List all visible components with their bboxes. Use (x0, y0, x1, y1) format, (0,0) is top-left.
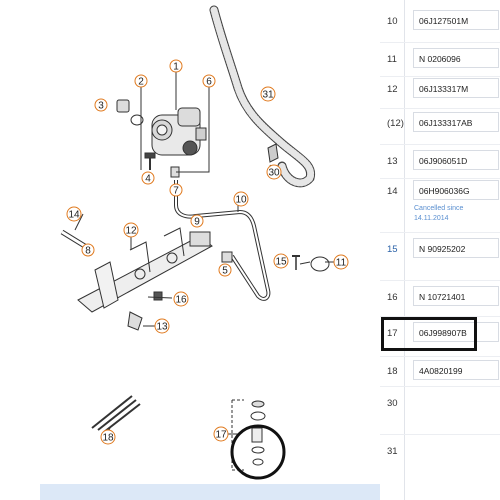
callout-1[interactable]: 1 (169, 59, 183, 73)
svg-text:7: 7 (173, 186, 179, 197)
callout-15[interactable]: 15 (273, 253, 289, 269)
callout-17[interactable]: 17 (213, 426, 229, 442)
callout-2[interactable]: 2 (134, 74, 148, 88)
svg-text:12: 12 (125, 226, 137, 237)
svg-text:2: 2 (138, 77, 144, 88)
svg-text:3: 3 (98, 101, 104, 112)
part-number-field[interactable]: 06J133317M (413, 78, 499, 98)
cancelled-note: Cancelled since 14.11.2014 (414, 205, 464, 222)
svg-text:8: 8 (85, 246, 91, 257)
callout-14[interactable]: 14 (66, 206, 82, 222)
item-number: 13 (387, 156, 398, 167)
fuel-rail (77, 227, 213, 313)
part-number-field[interactable]: 4A0820199 (413, 360, 499, 380)
part-number-field[interactable]: N 0206096 (413, 48, 499, 68)
parts-list-panel: 10 06J127501M 11 N 0206096 12 06J133317M… (380, 0, 500, 500)
svg-text:9: 9 (194, 217, 200, 228)
svg-text:30: 30 (268, 168, 280, 179)
svg-text:4: 4 (145, 174, 151, 185)
exploded-parts-diagram: 1 2 3 4 5 6 7 8 9 10 11 12 13 14 15 16 1… (60, 5, 349, 480)
svg-text:1: 1 (173, 62, 179, 73)
svg-text:31: 31 (262, 90, 274, 101)
selected-row-highlight (381, 317, 477, 351)
callout-3[interactable]: 3 (94, 98, 108, 112)
item-number: 12 (387, 84, 398, 95)
callout-31[interactable]: 31 (260, 86, 276, 102)
callout-18[interactable]: 18 (100, 429, 116, 445)
callout-markers: 1 2 3 4 5 6 7 8 9 10 11 12 13 14 15 16 1… (66, 59, 349, 445)
svg-text:11: 11 (336, 258, 347, 269)
bottom-bar (40, 484, 380, 500)
diagram-drawing: 1 2 3 4 5 6 7 8 9 10 11 12 13 14 15 16 1… (60, 5, 349, 480)
item-number: 31 (387, 446, 398, 457)
callout-30[interactable]: 30 (266, 164, 282, 180)
part-number-field[interactable]: N 10721401 (413, 286, 499, 306)
highlight-circle (230, 424, 286, 480)
column-divider (404, 0, 405, 500)
item-number: 14 (387, 186, 398, 197)
item-number: 16 (387, 292, 398, 303)
part-number-field[interactable]: N 90925202 (413, 238, 499, 258)
part-number-field[interactable]: 06J133317AB (413, 112, 499, 132)
fuel-pump (151, 107, 207, 156)
callout-4[interactable]: 4 (141, 171, 155, 185)
part-number-field[interactable]: 06J998907B (413, 322, 499, 342)
o-ring (130, 114, 144, 126)
callout-12[interactable]: 12 (123, 222, 139, 238)
callout-7[interactable]: 7 (169, 183, 183, 197)
callout-10[interactable]: 10 (233, 191, 249, 207)
part-number-field[interactable]: 06J906051D (413, 150, 499, 170)
item-number: 30 (387, 398, 398, 409)
item-number: 11 (387, 54, 397, 65)
svg-text:17: 17 (215, 430, 227, 441)
svg-text:14: 14 (68, 210, 80, 221)
item-number: 17 (387, 328, 398, 339)
svg-text:5: 5 (222, 266, 228, 277)
item-number: 18 (387, 366, 398, 377)
callout-9[interactable]: 9 (190, 214, 204, 228)
item-number: 10 (387, 16, 398, 27)
part-number-field[interactable]: 06H906036G (413, 180, 499, 200)
svg-text:16: 16 (175, 295, 187, 306)
item-number: 15 (387, 244, 398, 255)
svg-text:10: 10 (235, 195, 247, 206)
callout-13[interactable]: 13 (154, 318, 170, 334)
callout-6[interactable]: 6 (202, 74, 216, 88)
svg-text:15: 15 (275, 257, 287, 268)
callout-11[interactable]: 11 (333, 254, 349, 270)
callout-5[interactable]: 5 (218, 263, 232, 277)
svg-text:13: 13 (156, 322, 168, 333)
callout-8[interactable]: 8 (81, 243, 95, 257)
plug-part (116, 99, 130, 113)
svg-text:18: 18 (102, 433, 114, 444)
part-number-field[interactable]: 06J127501M (413, 10, 499, 30)
svg-text:6: 6 (206, 77, 212, 88)
callout-16[interactable]: 16 (173, 291, 189, 307)
item-number: (12) (387, 118, 404, 129)
